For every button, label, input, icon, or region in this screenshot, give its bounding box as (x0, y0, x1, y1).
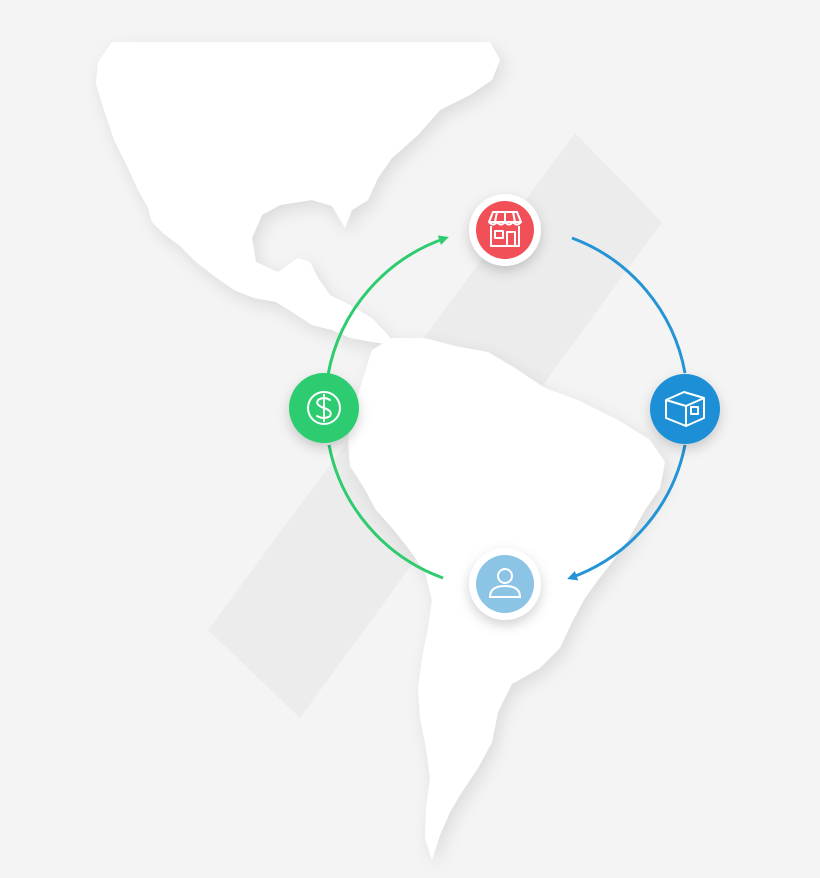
flow-arrow-delivery-to-customer (567, 444, 687, 581)
flow-arcs (326, 235, 687, 581)
store-node-circle (476, 201, 534, 259)
payment-node[interactable] (289, 373, 359, 443)
north-america-shape (96, 42, 500, 345)
box-icon (665, 391, 705, 427)
delivery-node[interactable] (650, 374, 720, 444)
storefront-icon (488, 211, 522, 247)
customer-node[interactable] (469, 548, 541, 620)
flow-arrow-store-to-delivery (571, 236, 687, 374)
dollar-icon (307, 391, 341, 425)
person-icon (488, 568, 522, 598)
store-node[interactable] (469, 194, 541, 266)
flow-arrow-payment-to-store (326, 235, 449, 376)
flow-arrow-customer-to-payment (327, 444, 444, 580)
